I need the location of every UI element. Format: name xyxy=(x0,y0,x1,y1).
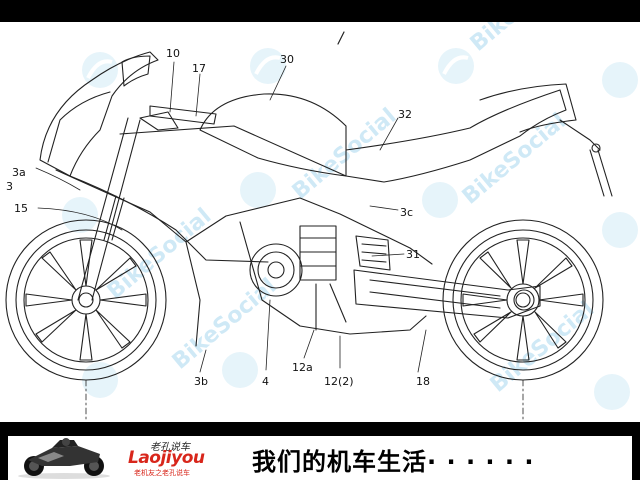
callout-32: 32 xyxy=(398,108,412,121)
slogan-text: 我们的机车生活· · · · · · xyxy=(252,448,535,476)
callout-17: 17 xyxy=(192,62,206,75)
seat-and-tail xyxy=(345,83,613,197)
motorcycle-line-drawing: BikeSocial BikeSocial BikeSocial BikeSoc… xyxy=(5,22,638,422)
watermark-logo-11 xyxy=(594,374,630,410)
callout-3a: 3a xyxy=(12,166,26,179)
callout-10: 10 xyxy=(166,47,180,60)
rear-wheel xyxy=(442,219,604,381)
top-black-bar xyxy=(0,0,640,22)
reference-dash-lines xyxy=(85,379,524,422)
callout-3c: 3c xyxy=(400,206,413,219)
front-wheel xyxy=(5,219,167,381)
callout-15: 15 xyxy=(14,202,28,215)
watermark-logo-2 xyxy=(250,48,286,84)
logo-main-text: Laojiyou xyxy=(128,448,205,468)
callout-30: 30 xyxy=(280,53,294,66)
watermark-text-2: BikeSocial xyxy=(288,104,402,205)
racing-motorcycle-icon xyxy=(18,438,110,479)
callout-12a: 12a xyxy=(292,361,313,374)
leader-lines xyxy=(35,31,427,373)
watermark-logo-10 xyxy=(82,362,118,398)
callout-31: 31 xyxy=(406,248,420,261)
reference-numerals: 10 17 30 32 3a 3 15 3c 31 3b 4 12a 12(2)… xyxy=(6,47,430,388)
watermark-text-6: BikeSocial xyxy=(486,297,600,398)
callout-3b: 3b xyxy=(194,375,208,388)
callout-18: 18 xyxy=(416,375,430,388)
logo-top-text: 老孔说车 xyxy=(150,442,190,453)
watermark-logo-7 xyxy=(602,212,638,248)
frame-and-engine xyxy=(185,197,433,335)
fuel-tank xyxy=(119,93,385,183)
front-fork xyxy=(77,111,179,301)
watermark-text-3: BikeSocial xyxy=(458,109,572,210)
watermark-logo-6 xyxy=(422,182,458,218)
logo-sub-text: 老机友之老孔说车 xyxy=(134,469,190,477)
callout-12-2: 12(2) xyxy=(324,375,354,388)
watermark-logo-5 xyxy=(240,172,276,208)
watermark-logo-9 xyxy=(222,352,258,388)
front-fairing xyxy=(39,51,269,347)
watermark-logo-3 xyxy=(438,48,474,84)
callout-4: 4 xyxy=(262,375,269,388)
watermark-logo-8 xyxy=(62,197,98,233)
watermark-logo-4 xyxy=(602,62,638,98)
watermark-text-4: BikeSocial xyxy=(103,204,217,305)
watermark-layer: BikeSocial BikeSocial BikeSocial BikeSoc… xyxy=(62,22,638,410)
callout-3: 3 xyxy=(6,180,13,193)
patent-drawing: BikeSocial BikeSocial BikeSocial BikeSoc… xyxy=(0,22,640,422)
watermark-text-5: BikeSocial xyxy=(168,274,282,375)
footer-banner: 老孔说车 Laojiyou 老机友之老孔说车 我们的机车生活· · · · · … xyxy=(8,436,632,480)
site-logo: 老孔说车 Laojiyou 老机友之老孔说车 xyxy=(128,438,248,478)
swingarm xyxy=(353,269,541,319)
watermark-logo-1 xyxy=(82,52,118,88)
watermark-text-1: BikeSocial xyxy=(466,22,580,57)
